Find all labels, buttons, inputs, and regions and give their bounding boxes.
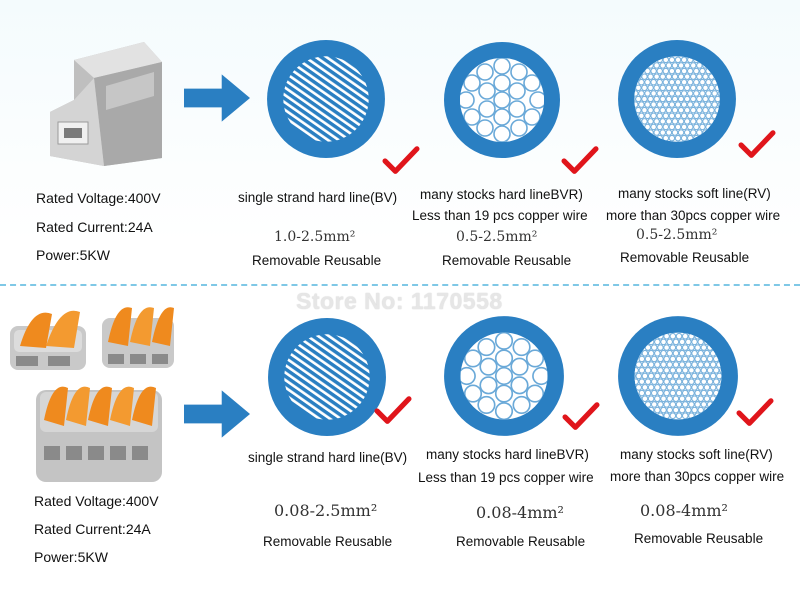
rated-current-label: Rated Current:24A [36,219,153,235]
rated-current-label: Rated Current:24A [34,521,151,537]
check-mark-icon [562,402,600,432]
solid-wire-cross-section-icon [266,316,388,438]
wire-type-label: many stocks soft line(RV) [618,186,771,201]
wire-type-label: many stocks soft line(RV) [620,447,773,462]
rv-wire-cross-section-icon [616,314,740,438]
rated-voltage-label: Rated Voltage:400V [36,190,161,206]
usage-label: Removable Reusable [634,531,764,546]
check-mark-icon [736,398,774,428]
wire-type-label: many stocks hard lineBVR) [426,447,589,462]
connector-image-top [50,42,162,166]
arrow-right-icon [184,74,250,122]
section-divider [0,284,800,286]
wire-detail-label: Less than 19 pcs copper wire [418,470,594,485]
lever-connectors-image [10,307,174,482]
wire-range-label: 0.5-2.5mm² [456,229,538,245]
arrow-right-icon [184,390,250,438]
wire-detail-label: Less than 19 pcs copper wire [412,208,588,223]
check-mark-icon [374,396,412,426]
usage-label: Removable Reusable [263,534,393,549]
rv-wire-cross-section-icon [616,38,738,160]
power-label: Power:5KW [34,549,108,565]
wire-type-label: single strand hard line(BV) [248,450,408,465]
power-label: Power:5KW [36,247,110,263]
wire-range-label: 0.08-4mm² [476,503,564,522]
wire-type-label: many stocks hard lineBVR) [420,187,583,202]
usage-label: Removable Reusable [620,250,750,265]
wire-detail-label: more than 30pcs copper wire [606,208,781,223]
wire-detail-label: more than 30pcs copper wire [610,469,785,484]
bvr-wire-cross-section-icon [442,314,566,438]
store-watermark: Store No: 1170558 [296,288,503,314]
wire-range-label: 1.0-2.5mm² [274,229,356,245]
wire-range-label: 0.08-2.5mm² [274,501,378,520]
check-mark-icon [561,146,599,176]
rated-voltage-label: Rated Voltage:400V [34,493,159,509]
solid-wire-cross-section-icon [265,38,387,160]
bvr-wire-cross-section-icon [442,40,562,160]
check-mark-icon [738,130,776,160]
usage-label: Removable Reusable [442,253,572,268]
usage-label: Removable Reusable [252,253,382,268]
usage-label: Removable Reusable [456,534,586,549]
wire-range-label: 0.5-2.5mm² [636,227,718,243]
wire-type-label: single strand hard line(BV) [238,190,398,205]
wire-range-label: 0.08-4mm² [640,501,728,520]
check-mark-icon [382,146,420,176]
